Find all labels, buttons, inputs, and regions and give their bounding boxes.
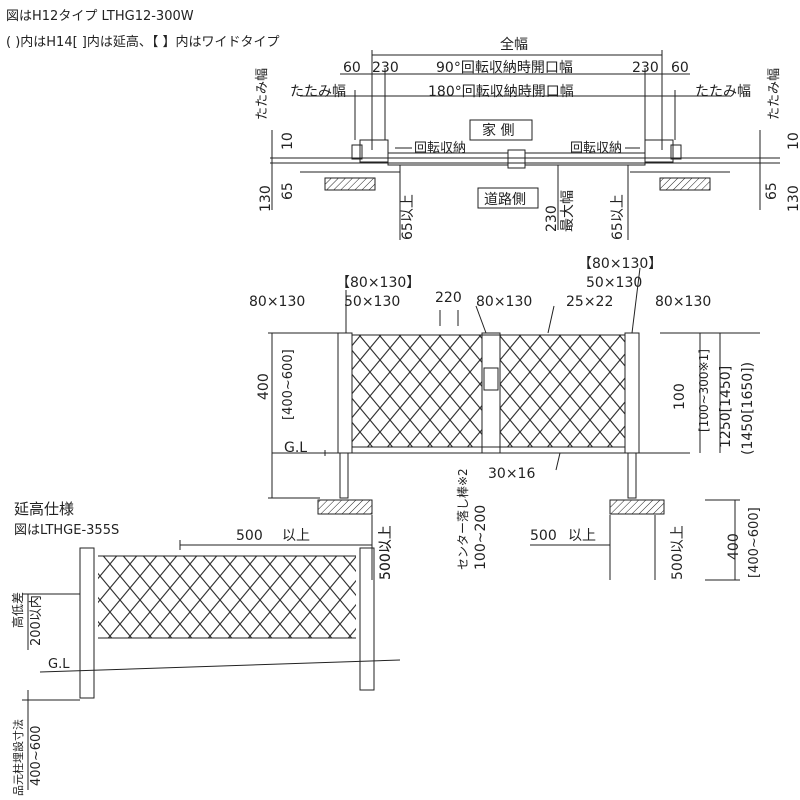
extension-view <box>22 540 401 790</box>
right-dim-100: 100 <box>672 383 688 410</box>
left-post-80: 80×130 <box>249 294 305 310</box>
extension-gl: G.L <box>48 657 70 672</box>
plan-view <box>270 50 780 240</box>
member-25x22: 25×22 <box>566 294 613 310</box>
road-side-label: 道路側 <box>484 192 526 208</box>
fold-width-vertical-left: たたみ幅 <box>255 68 270 120</box>
elevation-gl: G.L <box>284 440 307 456</box>
elevation-dim-400-600: [400~600] <box>281 349 296 420</box>
open-width-90-label: 90°回転収納時開口幅 <box>436 60 573 76</box>
house-side-label: 家 側 <box>482 122 514 139</box>
center-drop-rod: センター落し棒※2 <box>456 468 470 570</box>
embed-depth-label: 品元柱埋設寸法 <box>11 719 25 796</box>
height-diff-label: 高低差 <box>10 592 25 628</box>
right-dim-1450: (1450[1650]) <box>740 362 756 455</box>
center-drop-range: 100~200 <box>473 505 489 570</box>
height-diff-value: 200以内 <box>28 595 44 646</box>
footing-500min-left: 500以上 <box>378 525 394 580</box>
rotation-storage-left: 回転収納 <box>414 141 466 156</box>
plan-dim-130-right: 130 <box>786 185 800 212</box>
max-width-230: 230 <box>544 205 560 232</box>
fold-width-right: たたみ幅 <box>695 84 751 100</box>
right-post-size: 50×130 <box>586 275 642 291</box>
extension-title: 延高仕様 <box>14 500 74 518</box>
plan-dim-10-right: 10 <box>786 132 800 150</box>
center-post-80: 80×130 <box>476 294 532 310</box>
elevation-dim-400: 400 <box>256 373 272 400</box>
overall-width-label: 全幅 <box>500 36 528 53</box>
extension-500min-vertical: 500以上 <box>378 525 394 580</box>
footing-500min-right: 500以上 <box>670 525 686 580</box>
footing-min-label: 以上 <box>568 528 596 544</box>
elevation-view <box>268 267 760 581</box>
plan-dim-230-left: 230 <box>372 60 399 76</box>
plan-dim-65-left: 65 <box>280 182 296 200</box>
extension-dim-500: 500 <box>236 528 263 544</box>
right-dim-1250: 1250[1450] <box>718 366 734 448</box>
member-30x16: 30×16 <box>488 466 535 482</box>
footing-500-label: 500 <box>530 528 557 544</box>
plan-dim-10-left: 10 <box>280 132 296 150</box>
plan-dim-60-right: 60 <box>671 60 689 76</box>
plan-dim-60-left: 60 <box>343 60 361 76</box>
plan-dim-65-right: 65 <box>764 182 780 200</box>
max-width-label: 最大幅 <box>560 190 576 232</box>
extension-subtitle: 図はLTHGE-355S <box>14 523 119 538</box>
footing-400-right: 400 <box>726 533 742 560</box>
plan-dim-65min-right: 65以上 <box>610 194 626 240</box>
open-width-180-label: 180°回転収納時開口幅 <box>428 84 574 100</box>
plan-dim-230-right: 230 <box>632 60 659 76</box>
plan-dim-130-left: 130 <box>258 185 274 212</box>
left-post-size: 50×130 <box>344 294 400 310</box>
plan-dim-65min-left: 65以上 <box>400 194 416 240</box>
right-post-80: 80×130 <box>655 294 711 310</box>
rotation-storage-right: 回転収納 <box>570 141 622 156</box>
fold-width-left: たたみ幅 <box>290 84 346 100</box>
right-dim-100-300: [100~300※1] <box>697 349 711 432</box>
dim-220: 220 <box>435 290 462 306</box>
embed-depth-range: 400~600 <box>29 725 44 786</box>
fold-width-vertical-right: たたみ幅 <box>767 68 782 120</box>
left-post-bracket: 【80×130】 <box>336 275 420 291</box>
header-title: 図はH12タイプ LTHG12-300W <box>6 9 194 24</box>
header-legend: ( )内はH14[ ]内は延高、【 】内はワイドタイプ <box>6 34 280 50</box>
footing-400-600-right: [400~600] <box>747 507 762 578</box>
right-post-bracket: 【80×130】 <box>578 256 662 272</box>
extension-dim-500-min: 以上 <box>282 528 310 544</box>
